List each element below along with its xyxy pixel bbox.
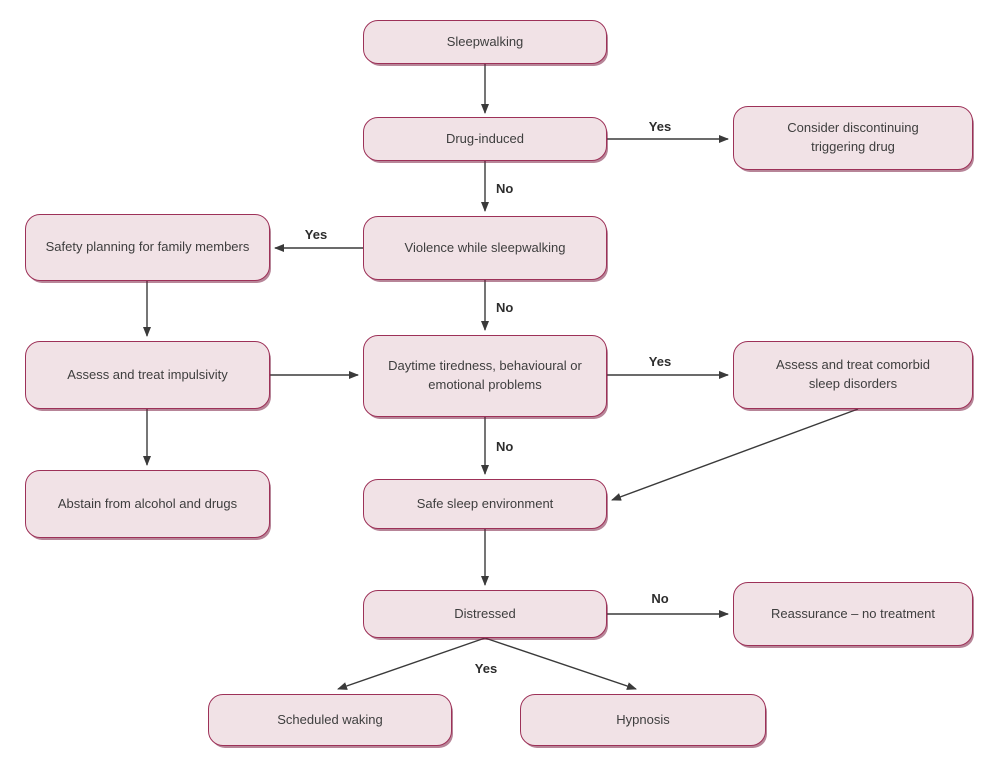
node-scheduled-waking: Scheduled waking [208,694,452,746]
node-label: Hypnosis [616,711,670,727]
node-daytime-tiredness-behavioural-emotional-problems: Daytime tiredness, behavioural or emotio… [363,335,607,417]
node-label: Safety planning for family members [45,239,250,255]
node-label: Distressed [454,605,516,621]
edge-label-distressed-no: No [651,591,668,606]
node-reassurance-no-treatment: Reassurance – no treatment [733,582,973,646]
node-violence-while-sleepwalking: Violence while sleepwalking [363,216,607,280]
node-label: Assess and treat impulsivity [67,366,228,382]
node-label: sleep disorders [808,376,898,391]
node-label: Safe sleep environment [416,495,554,511]
edge-label-distressed-yes: Yes [475,661,497,676]
node-label: Sleepwalking [446,33,524,49]
edge-label-violence-yes: Yes [305,227,327,242]
node-label: Abstain from alcohol and drugs [57,495,238,511]
node-label: Assess and treat comorbid [776,357,930,373]
node-label: Consider discontinuing [787,120,919,136]
edge-label-drug-induced-yes: Yes [649,119,671,134]
node-safety-planning-for-family-members: Safety planning for family members [25,214,270,281]
node-label: Scheduled waking [277,711,383,727]
arrow-distressed-to-hypnosis [484,637,637,690]
node-label: emotional problems [428,377,542,392]
edge-label-drug-induced-no: No [496,181,513,196]
arrow-distressed-to-scheduled-waking [337,637,486,690]
node-label: Reassurance – no treatment [770,605,936,621]
node-label: triggering drug [811,139,895,154]
edge-label-daytime-yes: Yes [649,354,671,369]
node-distressed: Distressed [363,590,607,638]
node-abstain-from-alcohol-and-drugs: Abstain from alcohol and drugs [25,470,270,538]
edge-label-violence-no: No [496,300,513,315]
node-drug-induced: Drug-induced [363,117,607,161]
node-label: Daytime tiredness, behavioural or [388,358,582,374]
node-assess-and-treat-comorbid-sleep-disorders: Assess and treat comorbid sleep disorder… [733,341,973,409]
node-safe-sleep-environment: Safe sleep environment [363,479,607,529]
arrow-comorbid-sleep-to-safe-sleep [611,408,859,501]
node-sleepwalking: Sleepwalking [363,20,607,64]
node-consider-discontinuing-triggering-drug: Consider discontinuing triggering drug [733,106,973,170]
node-assess-and-treat-impulsivity: Assess and treat impulsivity [25,341,270,409]
node-hypnosis: Hypnosis [520,694,766,746]
edge-label-daytime-no: No [496,439,513,454]
node-label: Violence while sleepwalking [404,239,566,255]
node-label: Drug-induced [445,130,525,146]
